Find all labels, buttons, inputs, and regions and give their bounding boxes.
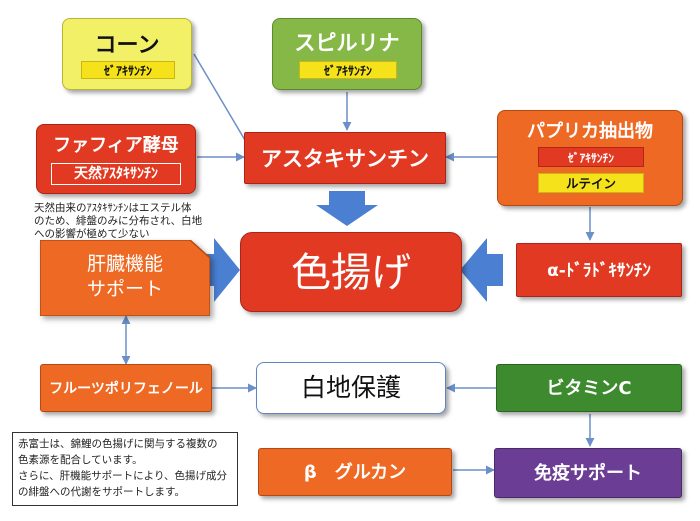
astaxanthin-note-line: 天然由来のｱｽﾀｷｻﾝﾁﾝはエステル体 [34,202,192,214]
node-beta-glucan-title: β グルカン [303,462,407,483]
node-corn-title: コーン [94,33,160,58]
summary-note-line: さらに、肝機能サポートにより、色揚げ成分 [18,470,228,482]
node-vitamin-c-title: ビタミンC [546,378,632,399]
big-arrow-down [316,191,378,226]
astaxanthin-note-line: への影響が極めて少ない [34,228,150,240]
node-white-protection-title: 白地保護 [300,373,401,402]
node-beta-glucan: β グルカン [258,448,452,496]
node-fruit-polyphenol-title: フルーツポリフェノール [49,381,203,397]
node-paprika-tag-zeaxanthin: ｾﾞｱｷｻﾝﾁﾝ [538,147,644,167]
node-liver-support-shape [40,240,210,316]
node-astaxanthin: アスタキサンチン [244,132,446,184]
node-white-protection: 白地保護 [256,362,446,414]
node-liver-support-line1: 肝臓機能 [86,253,163,275]
node-phaffia-tag: 天然ｱｽﾀｷｻﾝﾁﾝ [51,163,181,185]
node-astaxanthin-title: アスタキサンチン [261,147,429,171]
summary-note: 赤富士は、錦鯉の色揚げに関与する複数の 色素源を配合しています。 さらに、肝機能… [12,432,238,506]
node-paprika-tag-lutein: ルテイン [538,173,644,193]
summary-note-line: の緋盤への代謝をサポートします。 [18,486,185,498]
node-paprika-title: パプリカ抽出物 [527,121,653,142]
astaxanthin-note-line: のため、緋盤のみに分布され、白地 [34,215,203,227]
node-spirulina-tag: ｾﾞｱｷｻﾝﾁﾝ [299,61,397,79]
node-paprika: パプリカ抽出物 ｾﾞｱｷｻﾝﾁﾝ ルテイン [497,110,683,206]
astaxanthin-note: 天然由来のｱｽﾀｷｻﾝﾁﾝはエステル体 のため、緋盤のみに分布され、白地 への影… [34,202,234,241]
node-spirulina: スピルリナ ｾﾞｱｷｻﾝﾁﾝ [272,18,422,90]
node-spirulina-title: スピルリナ [294,31,400,55]
big-arrow-left [460,238,503,302]
node-immune-support: 免疫サポート [494,448,682,498]
summary-note-line: 赤富士は、錦鯉の色揚げに関与する複数の [18,438,218,450]
summary-note-line: 色素源を配合しています。 [18,454,143,466]
node-vitamin-c: ビタミンC [496,364,682,412]
node-phaffia-title: ファフィア酵母 [53,135,179,156]
node-fruit-polyphenol: フルーツポリフェノール [40,364,212,412]
node-liver-support-line2: サポート [86,278,163,300]
node-alpha-doradoxanthin-title: α-ﾄﾞﾗﾄﾞｷｻﾝﾁﾝ [547,261,651,281]
node-phaffia: ファフィア酵母 天然ｱｽﾀｷｻﾝﾁﾝ [36,124,196,194]
node-corn-tag: ｾﾞｱｷｻﾝﾁﾝ [81,61,175,79]
node-coloration: 色揚げ [240,232,462,312]
node-corn: コーン ｾﾞｱｷｻﾝﾁﾝ [62,18,192,90]
node-liver-support: 肝臓機能 サポート [40,240,210,316]
node-alpha-doradoxanthin: α-ﾄﾞﾗﾄﾞｷｻﾝﾁﾝ [516,243,682,297]
node-immune-support-title: 免疫サポート [534,463,642,484]
node-coloration-title: 色揚げ [291,250,411,296]
